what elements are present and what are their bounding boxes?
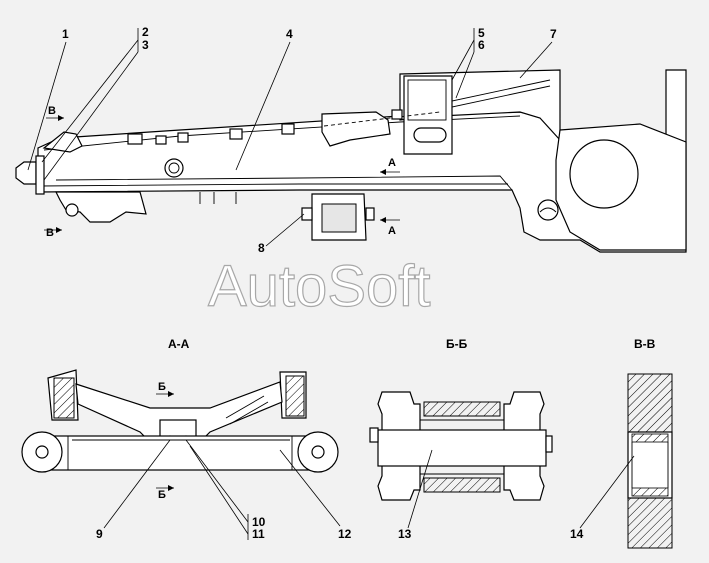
callout-2: 2 [142,25,149,39]
callout-4: 4 [286,27,293,41]
callout-9: 9 [96,527,103,541]
top-block-4 [229,128,243,140]
center-bracket-plate [407,79,447,121]
boom-lower-line [55,175,513,191]
callout-1: 1 [62,27,69,41]
callout-6: 6 [478,38,485,52]
callout-13: 13 [398,527,412,541]
roller-core [321,203,357,233]
section-v-v-title: В-В [634,337,656,351]
top-block-2 [155,135,167,145]
front-head [15,161,37,185]
section-arrow-a-upper: А [388,157,396,169]
section-v-v: В-В 14 [570,337,673,549]
callout-14: 14 [570,527,584,541]
boom-hole [164,158,184,178]
section-arrow-v-lower: В [46,227,54,239]
section-arrow-a-lower: А [388,225,396,237]
section-indicators: В В А А [44,105,400,239]
rear-pin-eye [537,199,559,221]
main-frame-view [15,69,687,253]
section-b-b-title: Б-Б [446,337,468,351]
roller-bolt-right [365,207,375,221]
callout-7: 7 [550,27,557,41]
top-block-6 [391,109,403,120]
section-arrow-b-lower: Б [158,489,166,501]
section-a-a: А-А Б Б 9 10 11 [21,337,352,541]
callout-11: 11 [252,527,265,541]
boom-bottom-edge [39,183,508,187]
rear-pin-mark [539,207,557,213]
section-b-b: Б-Б 13 [369,337,553,541]
section-a-a-title: А-А [168,337,190,351]
middle-lug-dash [323,111,441,127]
section-arrow-v-upper: В [48,105,56,117]
front-hook-eye [65,203,79,217]
main-view-callouts: 1 2 3 4 5 6 7 8 [27,25,557,255]
callout-8: 8 [258,241,265,255]
top-block-1 [127,133,143,145]
roller-bolt-left [301,207,313,221]
boom-hole-inner [168,162,180,174]
callout-12: 12 [338,527,352,541]
front-hook [55,191,147,223]
front-plate [35,155,45,195]
callout-10: 10 [252,515,266,529]
watermark: AutoSoft [208,254,430,319]
callout-3: 3 [142,38,149,52]
section-arrow-b-upper: Б [158,381,166,393]
top-block-5 [281,123,295,135]
center-bracket-slot [413,127,447,143]
callout-5: 5 [478,26,485,40]
boom-body [37,69,687,253]
top-block-3 [177,132,189,143]
rear-hub-bore [569,139,639,209]
